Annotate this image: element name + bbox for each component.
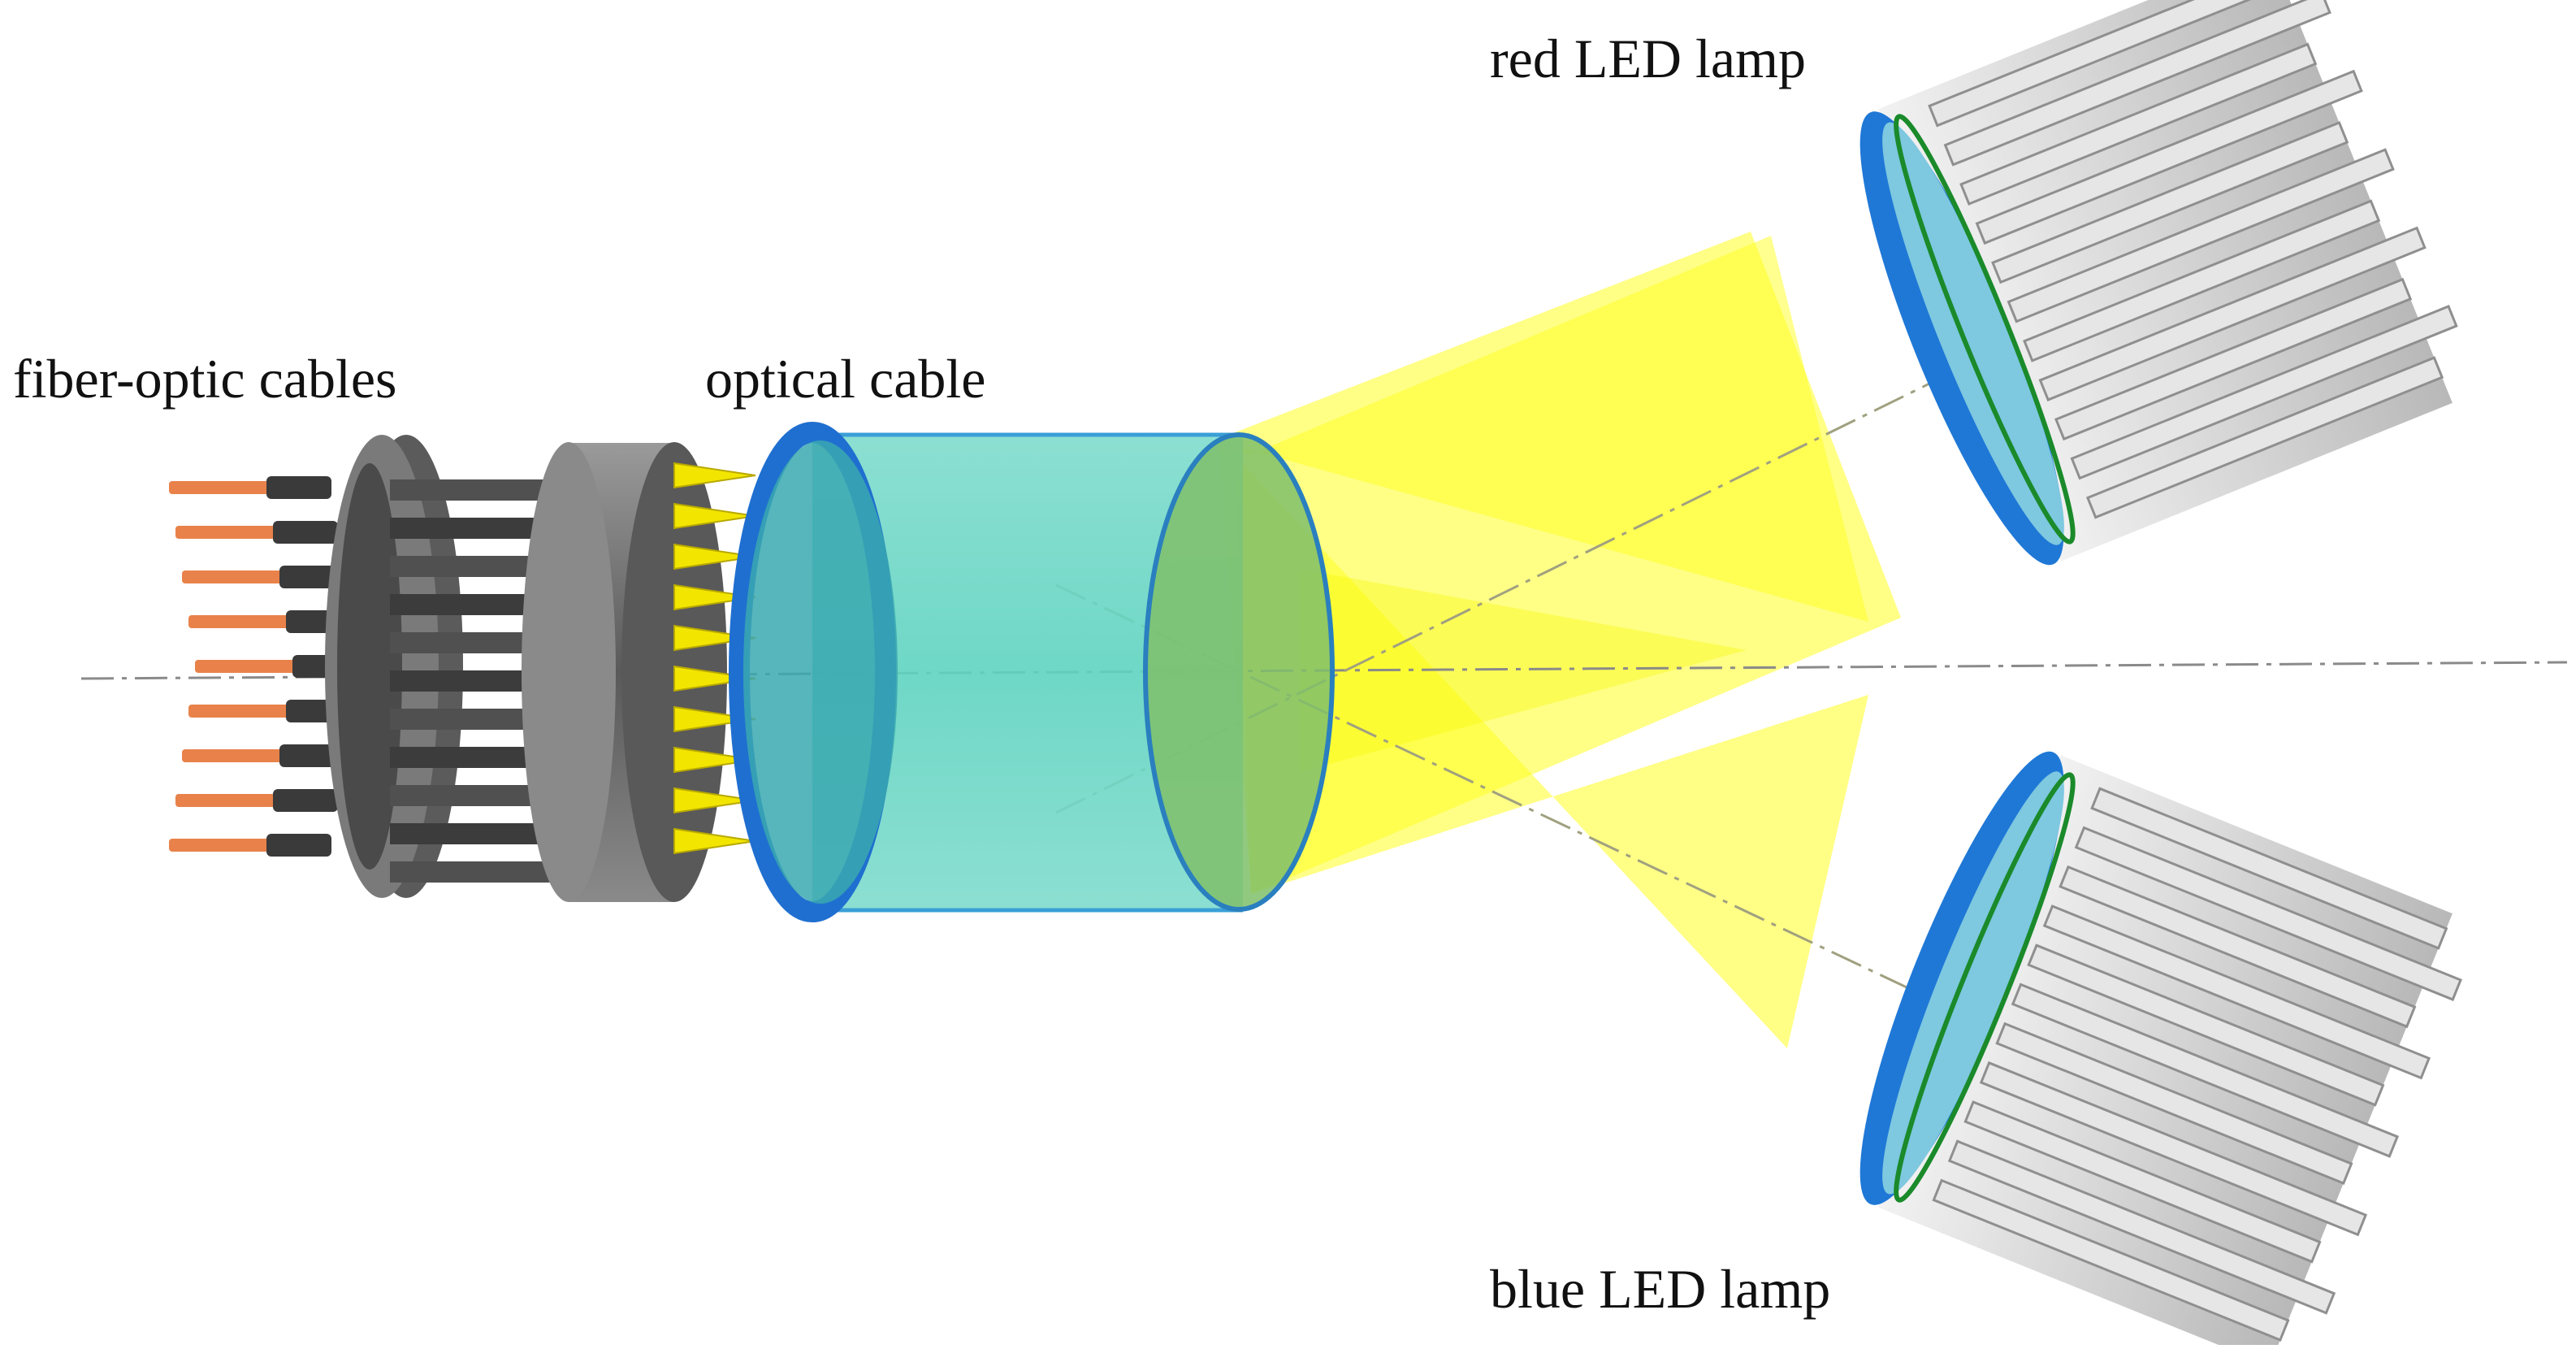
blue-led-lamp-label: blue LED lamp (1490, 1258, 1831, 1320)
fiber-tip (175, 526, 281, 539)
red-lamp-fins (1928, 0, 2458, 519)
coupling-cone (673, 665, 756, 692)
fiber-jacket (266, 834, 331, 857)
red-lamp-led-array (1882, 122, 2064, 545)
fiber-optic-cables-label: fiber-optic cables (13, 348, 397, 410)
coupling-cone (673, 827, 756, 855)
coupling-cone (673, 543, 756, 570)
blue-led-lamp-heatsink (1859, 751, 2462, 1349)
fiber-coupling-cones (673, 462, 756, 855)
blue-lamp-fins (1932, 787, 2462, 1342)
coupling-cone (673, 705, 756, 733)
blue-lamp-fin (2059, 865, 2417, 1029)
fiber-tip (182, 570, 288, 583)
coupling-cone (673, 583, 756, 611)
blue-lamp-fin (2074, 826, 2462, 1001)
fiber-tip (169, 481, 275, 494)
beam-overlap (1300, 569, 1747, 772)
cylinder-front-face (1143, 432, 1335, 912)
blue-lamp-fin (2042, 904, 2431, 1080)
fiber-tip (169, 839, 275, 852)
fiber-tip (188, 615, 294, 628)
red-led-lamp-heatsink (1859, 0, 2458, 566)
light-beams (1219, 232, 1901, 1048)
coupling-cone (673, 624, 756, 652)
blue-lamp-fin (1963, 1100, 2322, 1264)
fiber-tip (195, 660, 301, 673)
red-led-lamp-label: red LED lamp (1490, 28, 1806, 89)
coupling-cone (673, 462, 756, 489)
fiber-jacket (273, 521, 338, 544)
red-lamp-fin (2007, 148, 2395, 323)
fiber-jacket (279, 744, 344, 767)
fiber-tip (175, 794, 281, 807)
fiber-jacket (279, 566, 344, 588)
blue-lamp-fin (1995, 1022, 2353, 1186)
coupling-cone (673, 787, 756, 814)
red-lamp-fin (1959, 42, 2318, 206)
fiber-jacket (266, 476, 331, 499)
blue-lamp-light-beam (1235, 455, 1868, 1048)
red-lamp-fin (2085, 356, 2444, 519)
red-lamp-fin (1928, 0, 2286, 128)
fiber-tip (182, 749, 288, 762)
optical-cable-cylinder (729, 422, 1335, 922)
fiber-jacket (273, 789, 338, 812)
blue-lamp-fin (1979, 1061, 2368, 1237)
rear-connector-plate (325, 435, 463, 898)
fiber-optic-cable-bundle (169, 476, 357, 857)
optical-cable-label: optical cable (705, 348, 986, 410)
cylinder-rear-face (743, 440, 898, 904)
coupling-cone (673, 502, 756, 530)
blue-lamp-fin (2027, 943, 2385, 1107)
coupling-cone (673, 746, 756, 774)
blue-lamp-fin (2011, 982, 2400, 1158)
red-lamp-fin (2054, 277, 2413, 441)
red-lamp-fin (1943, 0, 2331, 167)
blue-lamp-fin (1947, 1139, 2336, 1315)
red-lamp-fin (1975, 69, 2363, 245)
fiber-tip (188, 705, 294, 718)
blue-lamp-fin (2090, 787, 2448, 950)
blue-lamp-fin (1932, 1178, 2290, 1342)
blue-lamp-led-array (1882, 771, 2064, 1195)
red-lamp-fin (2070, 305, 2458, 480)
red-lamp-fin (2038, 226, 2427, 401)
red-lamp-fin (2023, 199, 2381, 362)
red-lamp-fin (1991, 120, 2349, 284)
